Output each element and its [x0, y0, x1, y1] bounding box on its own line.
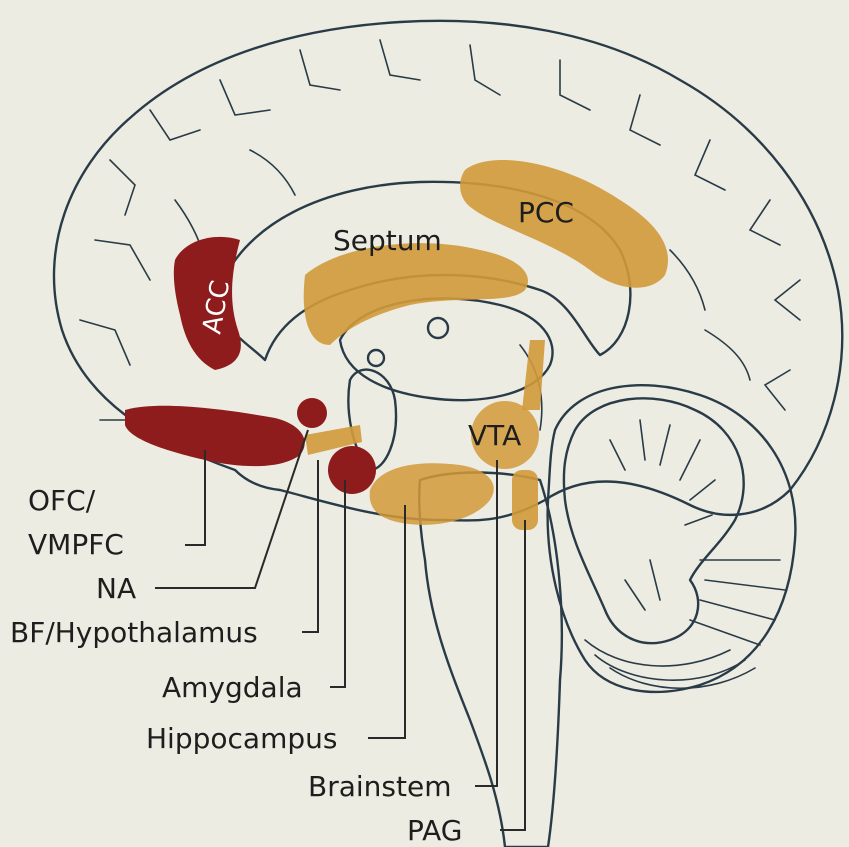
arbor-branches [610, 420, 715, 610]
region-ofc [125, 406, 305, 466]
cerebellum-folia [585, 560, 785, 688]
region-septum [304, 243, 528, 345]
label-pag: PAG [407, 814, 462, 847]
label-vta: VTA [468, 419, 521, 452]
region-amygdala [328, 446, 376, 494]
region-hippocampus [370, 463, 494, 525]
label-vmpfc: VMPFC [28, 528, 124, 561]
label-pcc: PCC [518, 196, 574, 229]
commissure [368, 350, 384, 366]
label-ofc: OFC/ [28, 484, 96, 517]
label-amygdala: Amygdala [162, 671, 303, 704]
label-septum: Septum [333, 224, 442, 257]
label-na: NA [96, 572, 136, 605]
label-bf: BF/Hypothalamus [10, 616, 258, 649]
label-hippocampus: Hippocampus [146, 722, 337, 755]
label-brainstem: Brainstem [308, 770, 451, 803]
mammillary [428, 318, 448, 338]
cerebellum [548, 385, 796, 692]
arbor-vitae [564, 398, 744, 643]
region-na [297, 398, 327, 428]
